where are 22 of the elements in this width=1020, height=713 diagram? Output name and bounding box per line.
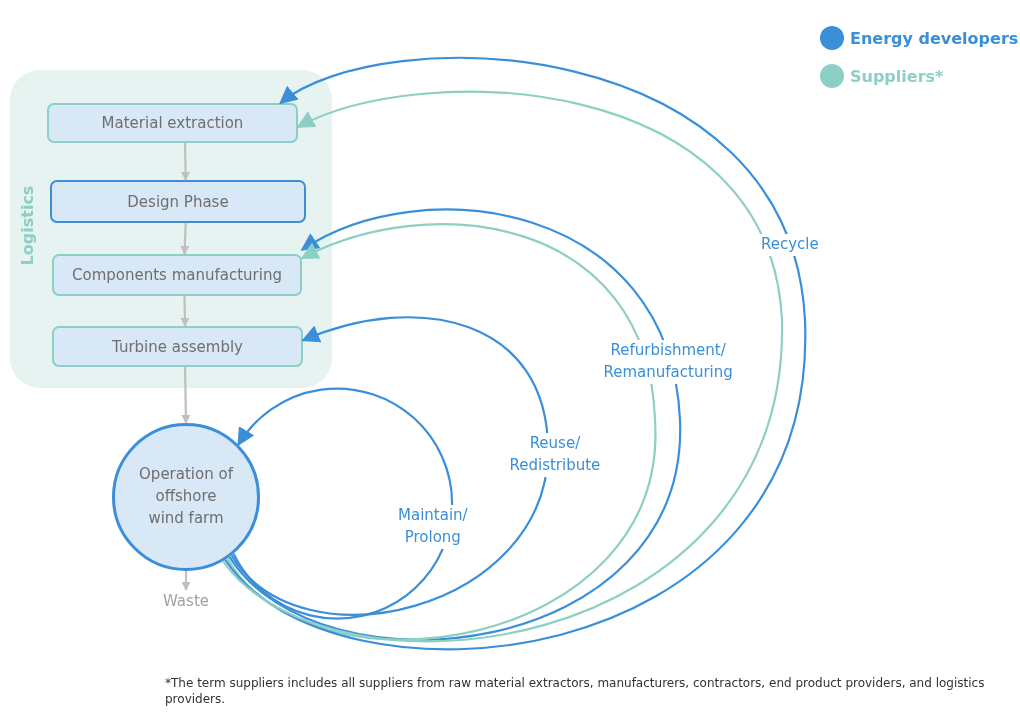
arrow — [230, 316, 550, 616]
arrow — [181, 571, 191, 591]
group-title: Logistics — [18, 185, 38, 265]
process-circle: Operation of offshore wind farm — [112, 423, 260, 571]
node-label: Waste — [150, 590, 222, 612]
process-box: Design Phase — [50, 180, 306, 223]
arrow — [181, 143, 191, 181]
arrow — [180, 295, 190, 327]
edge-label: Refurbishment/ Remanufacturing — [601, 340, 735, 384]
process-box: Turbine assembly — [52, 326, 303, 367]
arrow — [232, 387, 453, 620]
process-box: Material extraction — [47, 103, 298, 143]
legend-label: Suppliers* — [850, 66, 944, 86]
edge-label: Recycle — [759, 234, 821, 256]
arrow — [181, 367, 191, 424]
edge-label: Reuse/ Redistribute — [507, 433, 603, 477]
legend-label: Energy developers — [850, 28, 1019, 48]
edge-label: Maintain/ Prolong — [396, 505, 470, 549]
footnote: *The term suppliers includes all suppliers from raw material extractors, manufacturers, contractors, end product providers, and logistics providers. — [165, 676, 986, 708]
process-box: Components manufacturing — [52, 254, 302, 296]
group-panel — [10, 70, 332, 388]
arrow — [180, 222, 190, 255]
